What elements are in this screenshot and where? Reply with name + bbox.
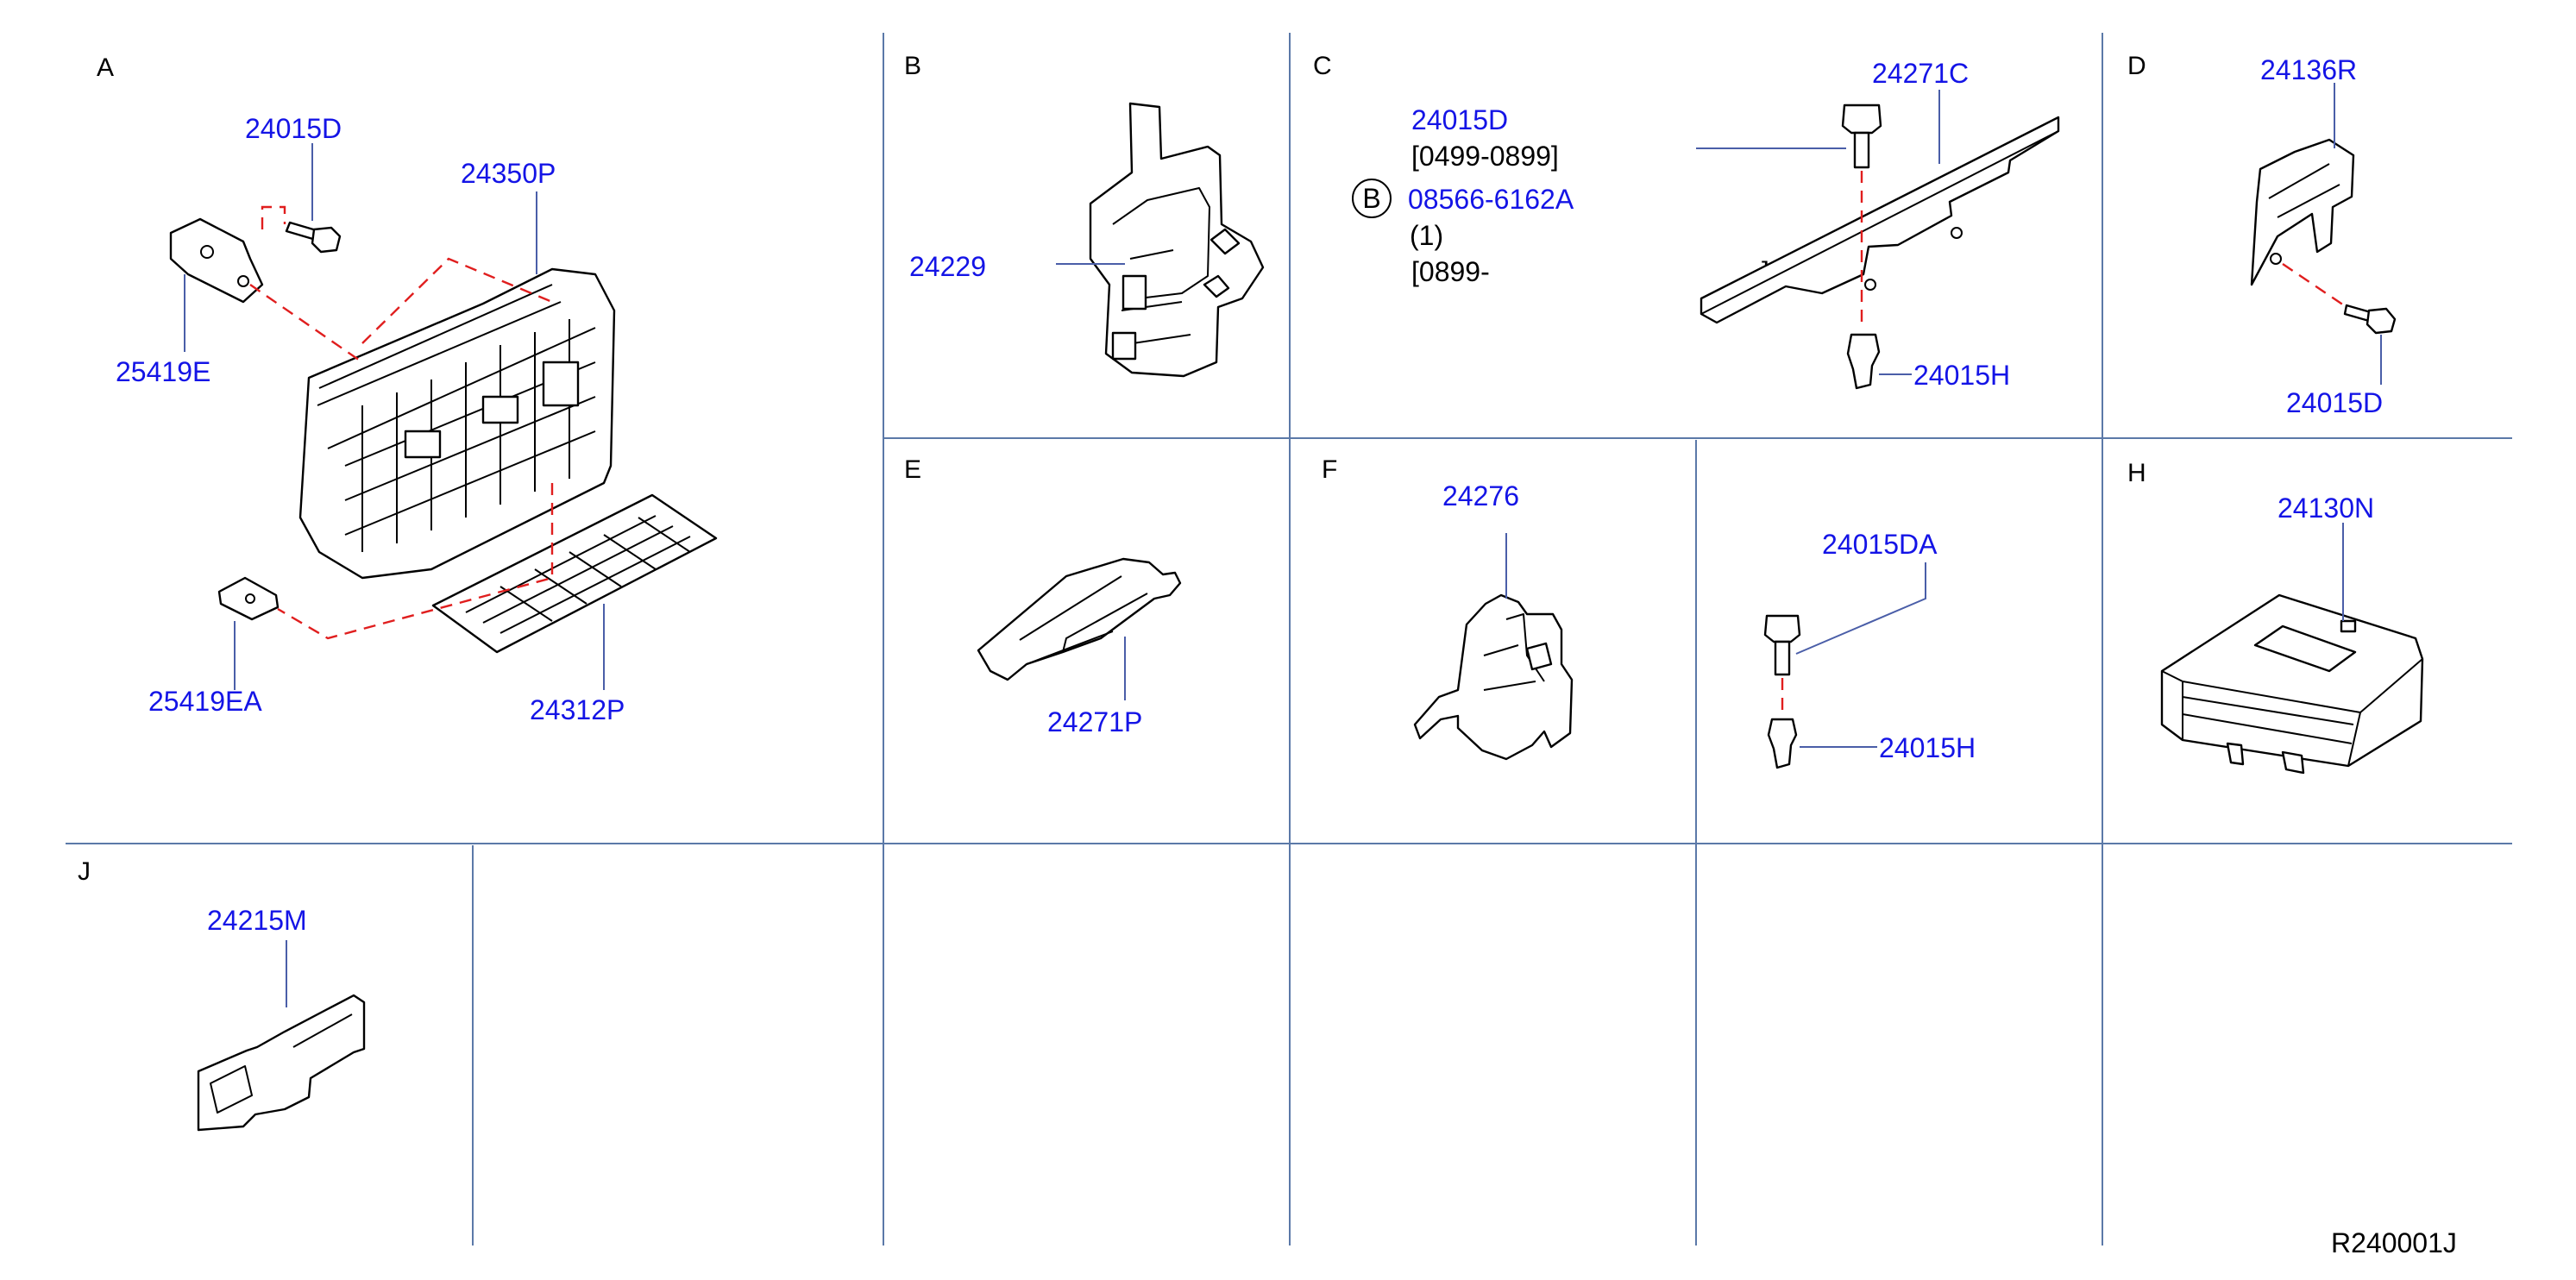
part-number-24015d-c[interactable]: 24015D [1411, 104, 1508, 135]
grid-lines [66, 33, 2512, 1245]
section-b: 24229 [909, 102, 1265, 378]
section-label-f: F [1322, 455, 1337, 484]
section-e: 24271P [977, 557, 1182, 737]
part-number-25419e[interactable]: 25419E [116, 356, 210, 387]
clip-24015h-drawing [1767, 718, 1798, 769]
circle-b-label: B [1362, 183, 1380, 214]
bracket-24229-drawing [1089, 102, 1265, 378]
section-label-e: E [904, 455, 921, 484]
bolt-c-drawing [1841, 104, 1882, 169]
section-label-h: H [2127, 459, 2146, 487]
production-range-2: [0899- [1411, 256, 1490, 287]
part-number-24350p[interactable]: 24350P [461, 158, 556, 189]
section-c: 24015D [0499-0899] B 08566-6162A (1) [08… [1352, 58, 2060, 391]
part-number-24015h-g[interactable]: 24015H [1879, 732, 1976, 763]
part-number-24015d-a[interactable]: 24015D [245, 113, 342, 144]
bracket-25419e-drawing [169, 217, 264, 304]
cover-24271p-drawing [977, 557, 1182, 681]
bracket-24276-drawing [1413, 593, 1574, 761]
part-number-24015h-c[interactable]: 24015H [1913, 360, 2010, 391]
circle-b-marker: B [1352, 179, 1392, 218]
part-number-24229[interactable]: 24229 [909, 251, 986, 282]
part-number-08566-6162a[interactable]: 08566-6162A [1408, 184, 1574, 215]
section-h: 24130N [2160, 493, 2424, 775]
part-number-24136r[interactable]: 24136R [2260, 54, 2357, 85]
bolt-24015d-drawing [285, 221, 342, 254]
part-number-24271p[interactable]: 24271P [1047, 706, 1142, 737]
bracket-24136r-drawing [2250, 138, 2355, 286]
section-label-b: B [904, 52, 921, 80]
section-g: 24015DA 24015H [1763, 529, 1976, 769]
part-number-24130n[interactable]: 24130N [2278, 493, 2374, 524]
rail-24271c-drawing [1700, 116, 2060, 324]
part-number-24276[interactable]: 24276 [1442, 480, 1519, 511]
section-label-a: A [97, 53, 114, 82]
clip-c-drawing [1846, 333, 1881, 390]
fuse-block-drawing [298, 267, 616, 580]
clip-25419ea-drawing [217, 576, 280, 621]
bracket-24215m-drawing [197, 994, 366, 1132]
quantity-note: (1) [1410, 220, 1443, 251]
part-number-24271c[interactable]: 24271C [1872, 58, 1969, 89]
production-range-1: [0499-0899] [1411, 141, 1559, 172]
part-number-24015da[interactable]: 24015DA [1822, 529, 1938, 560]
fuse-cover-drawing [431, 493, 718, 654]
section-d: 24136R 24015D [2250, 54, 2397, 418]
section-a: 24015D 24350P 25419E 25419EA 24312P [116, 113, 718, 725]
section-label-c: C [1313, 52, 1332, 80]
part-number-24312p[interactable]: 24312P [530, 694, 625, 725]
part-number-24215m[interactable]: 24215M [207, 905, 307, 936]
diagram-code: R240001J [2331, 1227, 2457, 1258]
section-j: 24215M [197, 905, 366, 1132]
part-number-25419ea[interactable]: 25419EA [148, 686, 262, 717]
bolt-24015da-drawing [1763, 614, 1801, 676]
section-label-j: J [78, 857, 91, 886]
part-number-24015d-d[interactable]: 24015D [2286, 387, 2383, 418]
section-label-d: D [2127, 52, 2146, 80]
section-f: 24276 [1413, 480, 1574, 761]
bolt-d-drawing [2343, 304, 2397, 335]
module-24130n-drawing [2160, 593, 2424, 775]
